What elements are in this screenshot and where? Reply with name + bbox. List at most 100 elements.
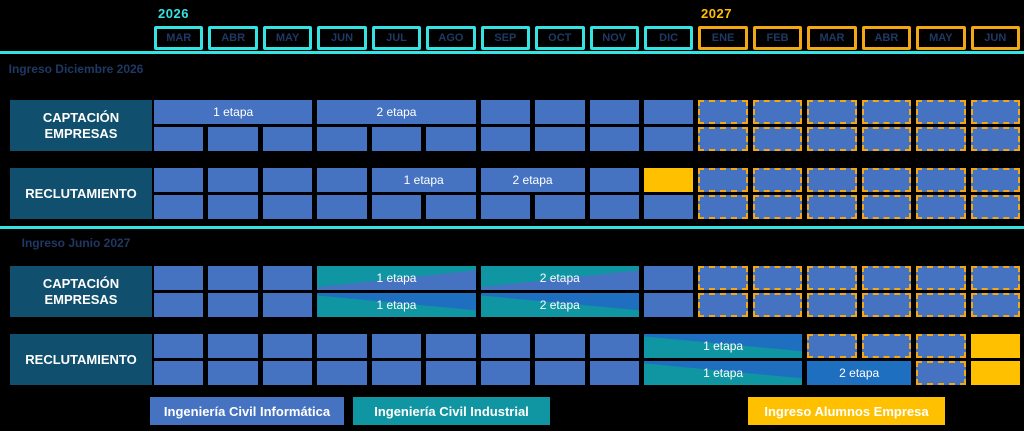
- gantt-cell: [208, 168, 258, 192]
- gantt-cell-planned: [807, 293, 857, 317]
- gantt-row: [154, 127, 1020, 151]
- gantt-bar-stage: 1 etapa: [317, 293, 476, 317]
- gantt-cell-planned: [861, 168, 912, 192]
- gantt-row: 1 etapa 2 etapa: [154, 361, 1020, 385]
- gantt-cell: [208, 195, 258, 219]
- gantt-cell: [208, 293, 258, 317]
- month-header-abr-2027: ABR: [861, 26, 912, 50]
- month-header-jul-2026: JUL: [371, 26, 422, 50]
- gantt-cell: [589, 100, 639, 124]
- gantt-row: 1 etapa 2 etapa: [154, 266, 1020, 290]
- gantt-cell: [535, 127, 585, 151]
- gantt-cell: [208, 334, 258, 358]
- gantt-cell-planned: [861, 127, 912, 151]
- gantt-row: [154, 195, 1020, 219]
- gantt-cell-planned: [807, 100, 857, 124]
- group-label-captaci-n-empresas: CAPTACIÓN EMPRESAS: [10, 100, 152, 151]
- legend-item-industrial: Ingeniería Civil Industrial: [353, 397, 550, 425]
- gantt-cell: [535, 195, 585, 219]
- gantt-cell: [643, 293, 694, 317]
- section-heading-dic-2026: Ingreso Diciembre 2026: [8, 62, 144, 76]
- gantt-cell-planned: [970, 100, 1020, 124]
- gantt-cell: [262, 195, 313, 219]
- gantt-cell-planned: [970, 195, 1020, 219]
- gantt-cell: [589, 361, 639, 385]
- gantt-cell: [154, 266, 204, 290]
- legend-item-informatica: Ingeniería Civil Informática: [150, 397, 344, 425]
- month-header-ene-2027: ENE: [698, 26, 748, 50]
- gantt-cell: [643, 100, 694, 124]
- gantt-cell: [426, 334, 476, 358]
- gantt-bar-stage: 2 etapa: [807, 361, 912, 385]
- gantt-cell-planned: [752, 293, 803, 317]
- gantt-cell: [643, 195, 694, 219]
- gantt-cell: [154, 334, 204, 358]
- group-label-reclutamiento: RECLUTAMIENTO: [10, 168, 152, 219]
- month-header-jun-2027: JUN: [970, 26, 1020, 50]
- gantt-cell-planned: [698, 293, 748, 317]
- gantt-cell: [262, 266, 313, 290]
- gantt-cell: [317, 361, 367, 385]
- header-divider-line: [0, 51, 1024, 54]
- gantt-cell: [208, 266, 258, 290]
- gantt-cell: [480, 334, 531, 358]
- stage-label: 2 etapa: [512, 173, 553, 187]
- gantt-cell: [154, 361, 204, 385]
- gantt-cell: [371, 195, 422, 219]
- stage-label: 2 etapa: [376, 105, 417, 119]
- stage-label: 1 etapa: [703, 339, 744, 353]
- gantt-cell-planned: [970, 293, 1020, 317]
- legend-item-ingreso-alumnos: Ingreso Alumnos Empresa: [748, 397, 945, 425]
- month-header-may-2027: MAY: [916, 26, 966, 50]
- gantt-bar-stage: 1 etapa: [317, 266, 476, 290]
- gantt-cell: [371, 334, 422, 358]
- month-header-abr-2026: ABR: [208, 26, 258, 50]
- gantt-cell: [317, 127, 367, 151]
- year-label-2026: 2026: [158, 6, 189, 21]
- stage-label: 1 etapa: [213, 105, 254, 119]
- month-header-may-2026: MAY: [262, 26, 313, 50]
- gantt-bar-stage: 2 etapa: [480, 293, 639, 317]
- gantt-cell-planned: [916, 293, 966, 317]
- gantt-cell-planned: [807, 127, 857, 151]
- year-label-2027: 2027: [701, 6, 732, 21]
- gantt-cell: [371, 361, 422, 385]
- gantt-cell: [262, 361, 313, 385]
- month-header-ago-2026: AGO: [426, 26, 476, 50]
- stage-label: 2 etapa: [539, 298, 580, 312]
- gantt-cell-planned: [916, 100, 966, 124]
- month-header-feb-2027: FEB: [752, 26, 803, 50]
- gantt-cell-ingreso: [970, 361, 1020, 385]
- gantt-cell-ingreso: [643, 168, 694, 192]
- group-label-reclutamiento: RECLUTAMIENTO: [10, 334, 152, 385]
- gantt-cell-planned: [916, 195, 966, 219]
- gantt-bar-stage: 2 etapa: [480, 266, 639, 290]
- section-divider-line: [0, 226, 1024, 229]
- gantt-row: 1 etapa 2 etapa: [154, 293, 1020, 317]
- gantt-cell: [535, 361, 585, 385]
- gantt-cell-planned: [752, 266, 803, 290]
- gantt-cell-planned: [970, 266, 1020, 290]
- gantt-cell: [154, 127, 204, 151]
- gantt-cell-planned: [698, 195, 748, 219]
- gantt-cell-planned: [807, 168, 857, 192]
- section-heading-jun-2027: Ingreso Junio 2027: [21, 236, 131, 250]
- gantt-cell-planned: [752, 127, 803, 151]
- gantt-cell: [262, 168, 313, 192]
- gantt-cell: [262, 127, 313, 151]
- gantt-cell: [154, 293, 204, 317]
- gantt-cell-planned: [970, 127, 1020, 151]
- gantt-cell: [480, 361, 531, 385]
- stage-label: 2 etapa: [539, 271, 580, 285]
- legend: Ingeniería Civil Informática Ingeniería …: [0, 397, 1024, 425]
- gantt-cell-planned: [861, 334, 912, 358]
- gantt-cell-planned: [916, 334, 966, 358]
- gantt-cell-planned: [807, 195, 857, 219]
- gantt-row: 1 etapa: [154, 334, 1020, 358]
- gantt-cell: [480, 127, 531, 151]
- stage-label: 1 etapa: [703, 366, 744, 380]
- gantt-cell-planned: [752, 168, 803, 192]
- gantt-cell-planned: [916, 168, 966, 192]
- gantt-cell-planned: [698, 168, 748, 192]
- gantt-cell: [643, 266, 694, 290]
